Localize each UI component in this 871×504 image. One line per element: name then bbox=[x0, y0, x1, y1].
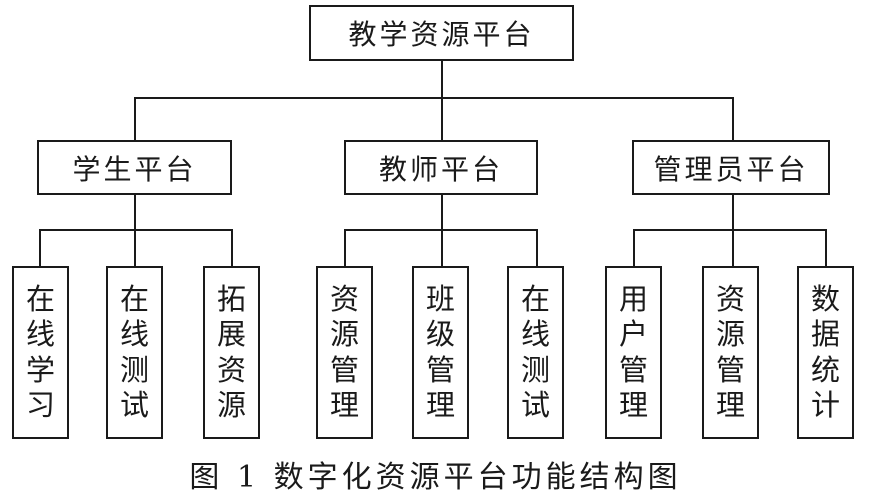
module-online-test-teacher: 在线测试 bbox=[507, 266, 564, 439]
module-resource-management-teacher: 资源管理 bbox=[316, 266, 373, 439]
admin-module-stem-1 bbox=[633, 229, 635, 267]
module-resource-management-admin-label: 资源管理 bbox=[715, 281, 745, 422]
admin-modules-bus bbox=[633, 229, 827, 231]
teacher-module-stem-1 bbox=[344, 229, 346, 267]
module-extended-resources: 拓展资源 bbox=[203, 266, 260, 439]
teacher-platform-label: 教师平台 bbox=[378, 152, 503, 186]
student-platform-node: 学生平台 bbox=[37, 140, 232, 195]
root-node-label: 教学资源平台 bbox=[348, 18, 535, 51]
student-platform-label: 学生平台 bbox=[72, 152, 197, 186]
stem-teacher-platform bbox=[441, 97, 443, 140]
root-stem bbox=[441, 60, 443, 99]
module-online-learning-label: 在线学习 bbox=[25, 281, 55, 422]
admin-module-stem-2 bbox=[732, 229, 734, 267]
module-online-test-teacher-label: 在线测试 bbox=[520, 281, 550, 422]
student-platform-drop bbox=[134, 194, 136, 231]
student-module-stem-3 bbox=[231, 229, 233, 267]
module-resource-management-teacher-label: 资源管理 bbox=[329, 281, 359, 422]
admin-platform-label: 管理员平台 bbox=[653, 152, 809, 186]
root-node: 教学资源平台 bbox=[309, 5, 574, 61]
figure-caption: 图 1 数字化资源平台功能结构图 bbox=[189, 460, 682, 495]
stem-student-platform bbox=[134, 97, 136, 140]
module-online-test-student: 在线测试 bbox=[106, 266, 163, 439]
module-class-management-label: 班级管理 bbox=[425, 281, 455, 422]
teacher-platform-drop bbox=[441, 194, 443, 231]
teacher-module-stem-2 bbox=[441, 229, 443, 267]
module-data-statistics: 数据统计 bbox=[797, 266, 854, 439]
level1-bus bbox=[134, 97, 734, 99]
teacher-platform-node: 教师平台 bbox=[344, 140, 538, 195]
admin-platform-drop bbox=[732, 194, 734, 231]
module-extended-resources-label: 拓展资源 bbox=[216, 281, 246, 422]
module-user-management: 用户管理 bbox=[605, 266, 662, 439]
student-module-stem-2 bbox=[134, 229, 136, 267]
admin-platform-node: 管理员平台 bbox=[632, 140, 830, 195]
student-module-stem-1 bbox=[39, 229, 41, 267]
teacher-module-stem-3 bbox=[536, 229, 538, 267]
module-data-statistics-label: 数据统计 bbox=[810, 281, 840, 422]
admin-module-stem-3 bbox=[825, 229, 827, 267]
module-online-test-student-label: 在线测试 bbox=[119, 281, 149, 422]
student-modules-bus bbox=[39, 229, 233, 231]
module-class-management: 班级管理 bbox=[412, 266, 469, 439]
stem-admin-platform bbox=[732, 97, 734, 140]
module-resource-management-admin: 资源管理 bbox=[702, 266, 759, 439]
module-user-management-label: 用户管理 bbox=[618, 281, 648, 422]
module-online-learning: 在线学习 bbox=[12, 266, 69, 439]
